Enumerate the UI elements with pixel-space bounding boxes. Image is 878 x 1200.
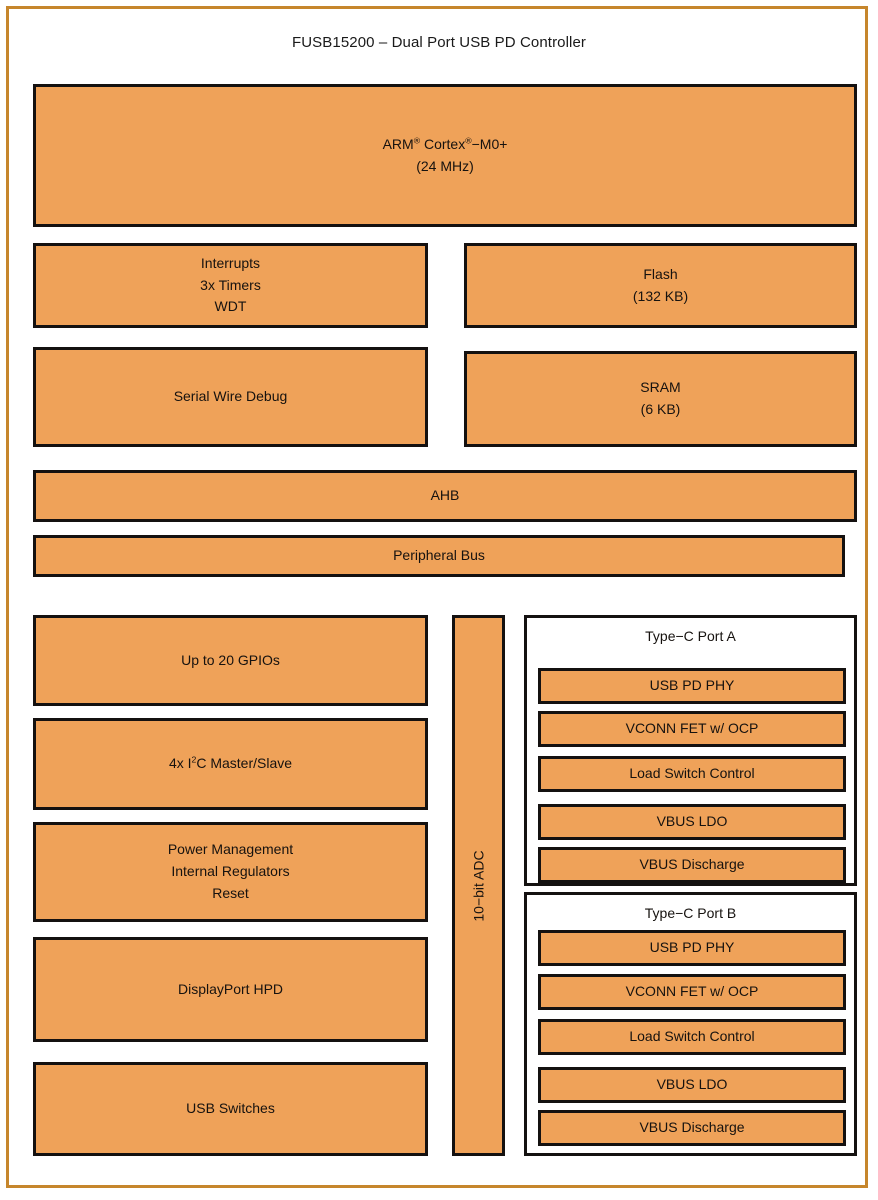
- port-a-title: Type−C Port A: [645, 628, 736, 644]
- swd-line-1: Serial Wire Debug: [173, 388, 288, 405]
- port-b-item-4-label: VBUS Discharge: [639, 1119, 745, 1136]
- block-port-b-vbus-ldo: VBUS LDO: [538, 1067, 846, 1103]
- block-port-b-vconn-fet-ocp: VCONN FET w/ OCP: [538, 974, 846, 1010]
- ahb-label: AHB: [430, 487, 460, 504]
- block-ahb-bus: AHB: [33, 470, 857, 522]
- port-b-item-2-label: Load Switch Control: [629, 1028, 755, 1045]
- group-type-c-port-b: Type−C Port B USB PD PHY VCONN FET w/ OC…: [524, 892, 857, 1156]
- adc-label: 10−bit ADC: [470, 849, 487, 922]
- pm-line-3: Reset: [212, 884, 249, 901]
- i2c-superscript-2: 2: [191, 754, 197, 765]
- block-interrupts-timers-wdt: Interrupts 3x Timers WDT: [33, 243, 428, 328]
- block-peripheral-bus: Peripheral Bus: [33, 535, 845, 577]
- port-b-item-1-label: VCONN FET w/ OCP: [625, 983, 759, 1000]
- block-port-a-vbus-discharge: VBUS Discharge: [538, 847, 846, 883]
- port-a-item-4-label: VBUS Discharge: [639, 856, 745, 873]
- port-b-item-3-label: VBUS LDO: [656, 1076, 728, 1093]
- sram-line-2: (6 KB): [640, 401, 681, 417]
- block-port-a-load-switch-control: Load Switch Control: [538, 756, 846, 792]
- block-arm-cortex-m0: ARM® Cortex®−M0+ (24 MHz): [33, 84, 857, 227]
- page-title: FUSB15200 – Dual Port USB PD Controller: [291, 34, 587, 51]
- registered-mark-icon: ®: [413, 135, 421, 146]
- block-port-b-vbus-discharge: VBUS Discharge: [538, 1110, 846, 1146]
- block-sram: SRAM (6 KB): [464, 351, 857, 447]
- flash-line-1: Flash: [643, 265, 678, 282]
- block-displayport-hpd: DisplayPort HPD: [33, 937, 428, 1042]
- port-b-item-0-label: USB PD PHY: [649, 939, 735, 956]
- dp-hpd-label: DisplayPort HPD: [177, 980, 284, 997]
- core-line-1: ARM® Cortex®−M0+: [382, 135, 508, 152]
- block-port-a-vbus-ldo: VBUS LDO: [538, 804, 846, 840]
- flash-line-2: (132 KB): [632, 287, 689, 304]
- block-i2c-master-slave: 4x I2C Master/Slave: [33, 718, 428, 810]
- core-line-2: (24 MHz): [416, 157, 474, 174]
- block-power-management: Power Management Internal Regulators Res…: [33, 822, 428, 922]
- block-usb-switches: USB Switches: [33, 1062, 428, 1156]
- interrupts-line-3: WDT: [214, 298, 247, 315]
- peripheral-bus-label: Peripheral Bus: [393, 547, 485, 564]
- port-a-item-2-label: Load Switch Control: [629, 765, 755, 782]
- usb-switches-label: USB Switches: [186, 1100, 275, 1117]
- registered-mark-icon-2: ®: [465, 135, 472, 146]
- block-port-a-usb-pd-phy: USB PD PHY: [538, 668, 846, 704]
- pm-line-2: Internal Regulators: [171, 863, 290, 880]
- pm-line-1: Power Management: [167, 841, 294, 858]
- port-b-title: Type−C Port B: [644, 905, 737, 921]
- port-a-item-0-label: USB PD PHY: [649, 677, 735, 694]
- port-a-item-1-label: VCONN FET w/ OCP: [625, 720, 759, 737]
- port-a-item-3-label: VBUS LDO: [656, 813, 728, 830]
- gpios-label: Up to 20 GPIOs: [181, 651, 280, 668]
- interrupts-line-1: Interrupts: [200, 254, 261, 271]
- block-port-b-load-switch-control: Load Switch Control: [538, 1019, 846, 1055]
- interrupts-line-2: 3x Timers: [200, 276, 261, 293]
- block-port-a-vconn-fet-ocp: VCONN FET w/ OCP: [538, 711, 846, 747]
- block-serial-wire-debug: Serial Wire Debug: [33, 347, 428, 447]
- i2c-label: 4x I2C Master/Slave: [168, 754, 293, 772]
- block-flash: Flash (132 KB): [464, 243, 857, 328]
- sram-line-1: SRAM: [640, 379, 681, 396]
- group-type-c-port-a: Type−C Port A USB PD PHY VCONN FET w/ OC…: [524, 615, 857, 886]
- block-gpios: Up to 20 GPIOs: [33, 615, 428, 706]
- block-10bit-adc: 10−bit ADC: [452, 615, 505, 1156]
- block-port-b-usb-pd-phy: USB PD PHY: [538, 930, 846, 966]
